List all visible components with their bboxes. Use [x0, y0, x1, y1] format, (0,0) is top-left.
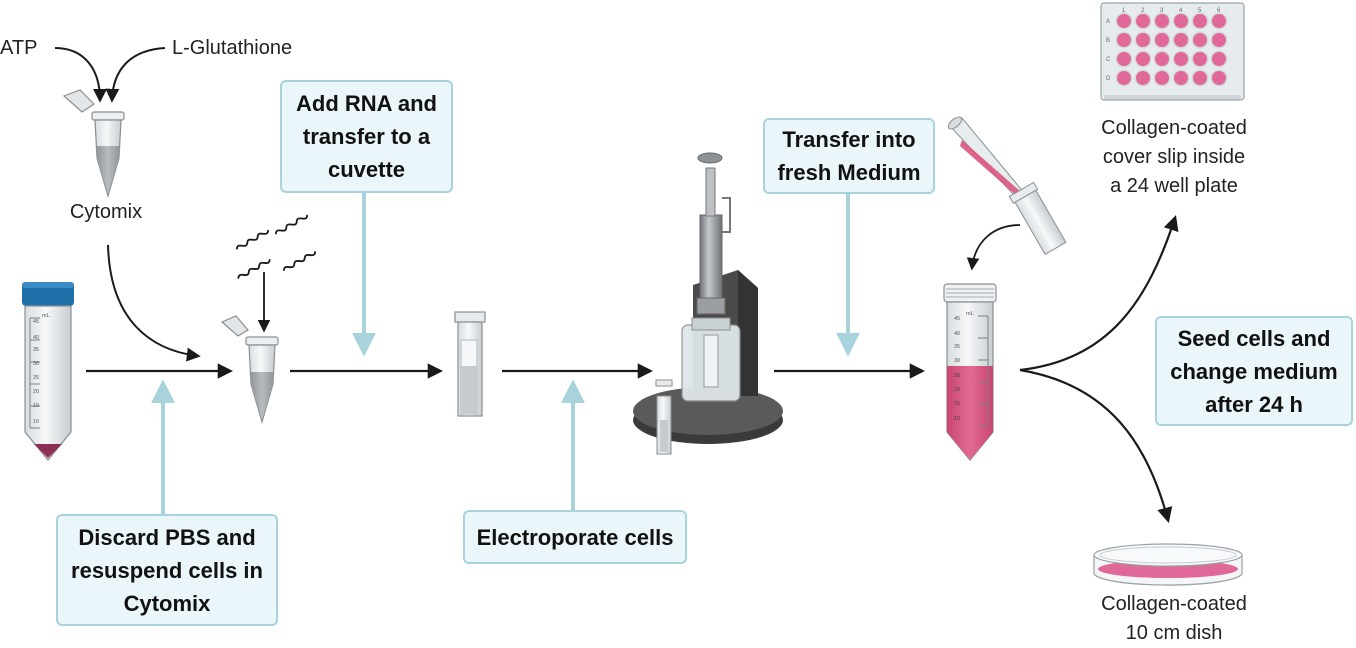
well — [1155, 71, 1169, 85]
tube-scale-label: 45 — [954, 316, 960, 322]
well — [1117, 71, 1131, 85]
tube-scale-label: 25 — [954, 373, 960, 379]
step-text: Cytomix — [123, 590, 211, 616]
output-text: Collagen-coated — [1101, 117, 1247, 139]
plate-col-label: 5 — [1198, 8, 1202, 14]
plate-col-label: 1 — [1122, 8, 1126, 14]
discard-pbs-step-box: Discard PBS and resuspend cells in Cytom… — [56, 514, 278, 626]
tube-scale-label: 35 — [954, 344, 960, 350]
transfer-medium-step-box: Transfer into fresh Medium — [763, 118, 935, 194]
seed-cells-step-box: Seed cells and change medium after 24 h — [1155, 316, 1353, 426]
step-text: change medium — [1170, 358, 1338, 384]
electroporate-step-box: Electroporate cells — [463, 510, 687, 564]
well — [1212, 33, 1226, 47]
well — [1117, 14, 1131, 28]
well — [1136, 71, 1150, 85]
plate-row-label: D — [1106, 76, 1111, 82]
well — [1174, 14, 1188, 28]
well-plate-label: Collagen-coated cover slip inside a 24 w… — [1074, 114, 1274, 201]
tube-scale-label: 35 — [33, 347, 39, 353]
step-text: Seed cells and — [1177, 325, 1331, 351]
well — [1212, 52, 1226, 66]
cytomix-arrow — [107, 244, 201, 362]
plate-row-label: A — [1106, 19, 1110, 25]
well — [1174, 71, 1188, 85]
well — [1174, 33, 1188, 47]
well — [1136, 52, 1150, 66]
plate-row-labels: A B C D — [1106, 19, 1111, 82]
tube-scale-label: 30 — [33, 361, 39, 367]
plate-col-label: 4 — [1179, 8, 1183, 14]
add-rna-step-box: Add RNA and transfer to a cuvette — [280, 80, 453, 193]
tube-scale-label: 10 — [33, 419, 39, 425]
well — [1193, 71, 1207, 85]
output-text: a 24 well plate — [1110, 175, 1238, 197]
well — [1193, 14, 1207, 28]
plate-col-labels: 1 2 3 4 5 6 — [1122, 8, 1221, 14]
well — [1136, 14, 1150, 28]
step-text: Discard PBS and — [78, 524, 256, 550]
step-text: transfer to a — [302, 124, 431, 149]
output-text: cover slip inside — [1102, 146, 1246, 168]
plate-col-label: 6 — [1217, 8, 1221, 14]
tube-scale-label: 25 — [33, 375, 39, 381]
reagent-arrows — [54, 47, 166, 103]
well — [1174, 52, 1188, 66]
plate-col-label: 3 — [1160, 8, 1164, 14]
cuvette-small-icon — [1008, 181, 1067, 255]
tube-scale-label: mL — [966, 311, 974, 317]
well — [1212, 14, 1226, 28]
step-text: Transfer into — [782, 127, 916, 152]
plate-row-label: B — [1106, 38, 1110, 44]
output-text: Collagen-coated — [1101, 593, 1247, 615]
petri-dish-label: Collagen-coated 10 cm dish — [1074, 590, 1274, 648]
well — [1212, 71, 1226, 85]
output-text: 10 cm dish — [1125, 622, 1223, 644]
tube-scale-label: 45 — [33, 319, 39, 325]
step-text: after 24 h — [1205, 391, 1303, 417]
glutathione-label: L-Glutathione — [172, 37, 293, 59]
tube-scale-label: 15 — [33, 403, 39, 409]
tube-scale-label: 10 — [954, 416, 960, 422]
step-text: fresh Medium — [777, 160, 921, 185]
petri-dish-icon — [1093, 543, 1243, 586]
cytomix-label: Cytomix — [69, 201, 143, 223]
well-plate-icon: 1 2 3 4 5 6 A B C D — [1100, 2, 1245, 101]
medium-falcon-tube-icon: mL 45 40 35 30 25 20 15 10 — [943, 283, 997, 461]
branch-arrows — [1019, 215, 1179, 523]
plate-col-label: 2 — [1141, 8, 1145, 14]
step-text: cuvette — [327, 157, 406, 182]
step-text: Electroporate cells — [476, 524, 674, 550]
well — [1117, 52, 1131, 66]
tube-scale-label: 40 — [33, 335, 39, 341]
step-text: resuspend cells in — [71, 557, 263, 583]
well — [1193, 52, 1207, 66]
tube-scale-label: 15 — [954, 401, 960, 407]
cell-falcon-tube-icon: mL 45 40 35 30 25 20 15 10 — [22, 282, 74, 461]
well — [1155, 33, 1169, 47]
tube-scale-label: 40 — [954, 331, 960, 337]
cuvette-icon — [454, 311, 486, 417]
well — [1136, 33, 1150, 47]
well — [1117, 33, 1131, 47]
tube-scale-label: mL — [42, 313, 50, 319]
well — [1155, 52, 1169, 66]
microtube-icon — [220, 315, 279, 425]
tube-scale-label: 30 — [954, 358, 960, 364]
tube-scale-label: 20 — [954, 387, 960, 393]
transfer-arrow — [966, 224, 1021, 271]
step-text: Add RNA and — [296, 91, 437, 116]
cytomix-tube-icon — [62, 89, 125, 199]
plate-row-label: C — [1106, 57, 1111, 63]
tube-scale-label: 20 — [33, 389, 39, 395]
electroporator-icon — [633, 152, 783, 455]
atp-label: ATP — [0, 37, 38, 59]
well — [1193, 33, 1207, 47]
rna-icon — [236, 214, 316, 279]
well — [1155, 14, 1169, 28]
